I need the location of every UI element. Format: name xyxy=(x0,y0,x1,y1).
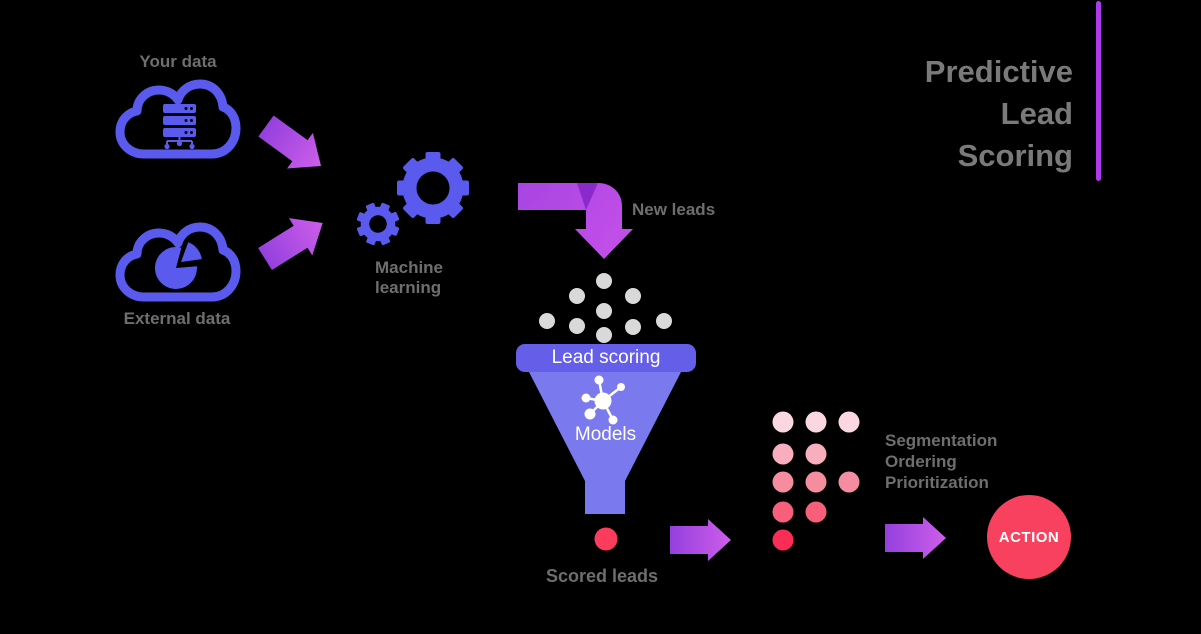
outcomes-line-prioritization: Prioritization xyxy=(885,473,989,492)
machine-learning-line2: learning xyxy=(375,278,442,297)
funnel xyxy=(516,344,696,514)
model-network-icon xyxy=(581,375,625,425)
outcomes-line-ordering: Ordering xyxy=(885,452,957,471)
segmented-leads-grid xyxy=(772,411,860,551)
funnel-models-label: Models xyxy=(574,424,637,445)
pie-chart-icon xyxy=(154,242,202,289)
segmented-lead-dot xyxy=(772,443,794,465)
scored-leads-label: Scored leads xyxy=(546,566,659,586)
external-data-label: External data xyxy=(123,309,231,328)
machine-learning-label: Machine learning xyxy=(375,258,443,298)
cloud-icon-external-data xyxy=(115,222,241,302)
lead-dot xyxy=(596,273,612,289)
segmented-lead-dot xyxy=(805,501,827,523)
page-title: Predictive Lead Scoring xyxy=(925,51,1073,177)
segmented-lead-dot xyxy=(805,443,827,465)
segmented-lead-dot xyxy=(838,411,860,433)
lead-dot xyxy=(596,327,612,343)
arrow-external-data-to-ml xyxy=(258,218,323,271)
arrow-scored-to-grid xyxy=(670,519,731,561)
segmented-lead-dot xyxy=(805,471,827,493)
title-line3: Scoring xyxy=(957,138,1073,173)
segmented-lead-dot xyxy=(838,471,860,493)
scored-lead-dot xyxy=(594,527,618,551)
server-icon xyxy=(163,104,196,150)
title-line1: Predictive xyxy=(924,54,1073,89)
segmented-lead-dot xyxy=(772,471,794,493)
action-circle xyxy=(987,495,1071,579)
arrow-ml-to-funnel xyxy=(518,183,633,259)
segmented-lead-dot xyxy=(772,411,794,433)
outcomes-line-segmentation: Segmentation xyxy=(885,431,998,450)
outcomes-label: Segmentation Ordering Prioritization xyxy=(885,430,997,493)
accent-line xyxy=(1096,1,1101,181)
action-label: ACTION xyxy=(998,528,1060,546)
segmented-lead-dot xyxy=(805,411,827,433)
lead-dot xyxy=(656,313,672,329)
title-line2: Lead xyxy=(1000,96,1073,131)
lead-dot xyxy=(569,288,585,304)
lead-dot xyxy=(625,288,641,304)
lead-dot xyxy=(539,313,555,329)
lead-dot xyxy=(596,303,612,319)
lead-dot xyxy=(569,318,585,334)
your-data-label: Your data xyxy=(139,52,217,71)
gears-icon xyxy=(356,152,469,246)
funnel-header-label: Lead scoring xyxy=(551,347,661,368)
arrow-your-data-to-ml xyxy=(258,115,322,169)
segmented-lead-dot xyxy=(772,529,794,551)
machine-learning-line1: Machine xyxy=(375,258,444,277)
segmented-lead-dot xyxy=(772,501,794,523)
incoming-leads-dots xyxy=(539,273,672,343)
cloud-icon-your-data xyxy=(115,79,241,159)
arrow-grid-to-action xyxy=(885,517,946,559)
new-leads-label: New leads xyxy=(632,200,716,219)
lead-dot xyxy=(625,319,641,335)
